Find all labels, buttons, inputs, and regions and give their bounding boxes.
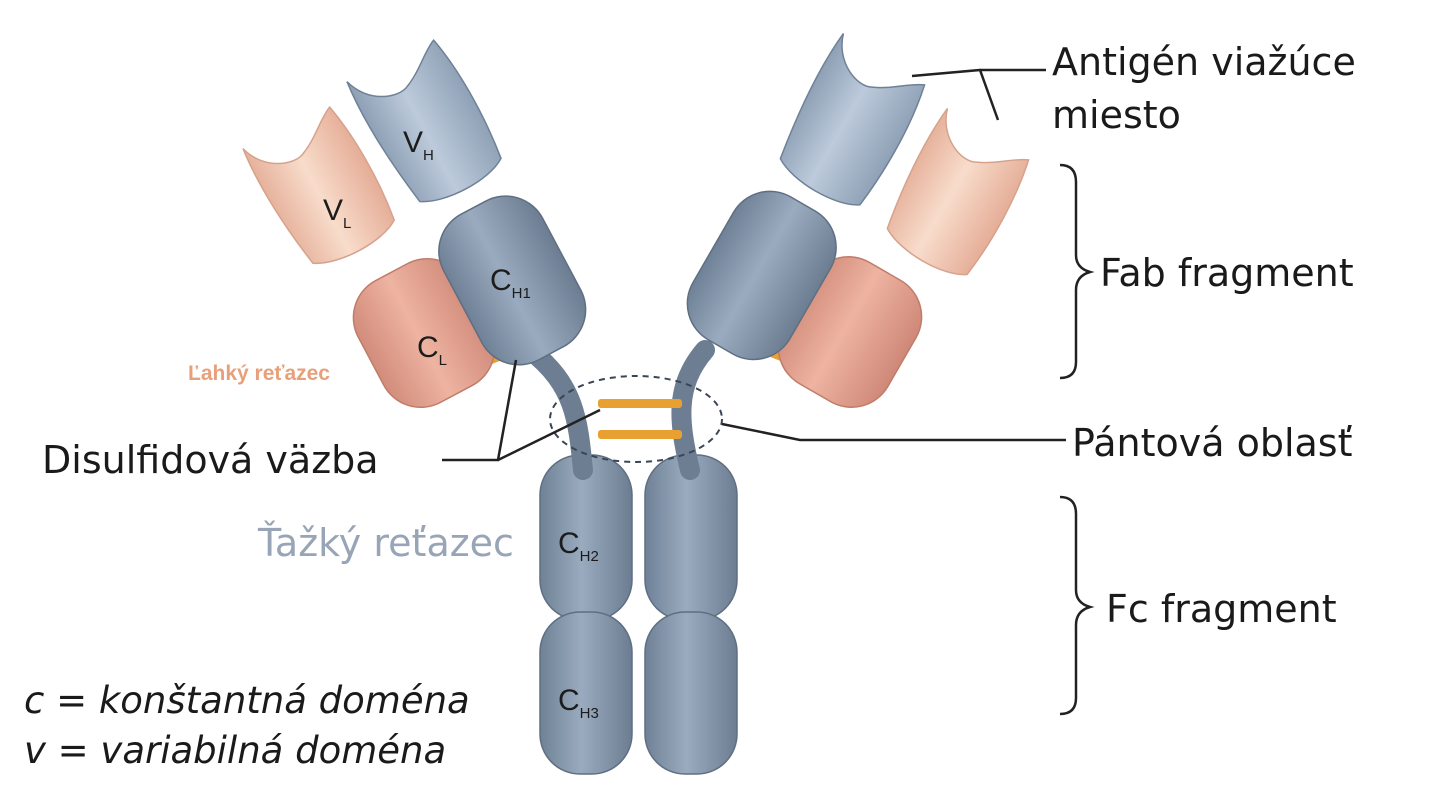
disulfide-pointer bbox=[442, 359, 601, 462]
right-arm bbox=[686, 33, 1030, 408]
fab-fragment-label: Fab fragment bbox=[1100, 251, 1354, 295]
antigen-site-label-line2: miesto bbox=[1052, 93, 1181, 137]
disulfide-bond-label: Disulfidová väzba bbox=[42, 438, 379, 482]
ch2-domain-left bbox=[539, 454, 633, 621]
fc-bracket bbox=[1059, 495, 1095, 716]
ch1-domain-left bbox=[438, 195, 587, 366]
vl-domain-right bbox=[886, 108, 1030, 276]
vl-domain-left bbox=[242, 105, 396, 264]
vh-label: VH bbox=[403, 126, 434, 164]
legend-constant: c = konštantná doména bbox=[24, 679, 470, 722]
vh-domain-right bbox=[779, 33, 926, 206]
vl-label: VL bbox=[323, 194, 351, 232]
hinge-region-ellipse bbox=[549, 375, 723, 463]
fab-bracket bbox=[1059, 163, 1095, 380]
antigen-site-pointer bbox=[911, 68, 1046, 121]
ch2-label: CH2 bbox=[558, 527, 599, 565]
cl-label: CL bbox=[417, 331, 447, 369]
vh-domain-left bbox=[346, 38, 502, 203]
ch1-domain-right bbox=[686, 190, 837, 361]
leader-lines bbox=[442, 68, 1095, 716]
left-arm bbox=[242, 38, 587, 409]
antigen-site-label-line1: Antigén viažúce bbox=[1052, 40, 1356, 84]
heavy-chain-label: Ťažký reťazec bbox=[257, 521, 514, 565]
hinge-region-label: Pántová oblasť bbox=[1072, 421, 1353, 465]
legend-variable: v = variabilná doména bbox=[24, 729, 446, 772]
ch3-label: CH3 bbox=[558, 684, 599, 722]
ch3-domain-left bbox=[539, 611, 633, 775]
ch1-label: CH1 bbox=[490, 264, 531, 302]
ch3-domain-right bbox=[644, 611, 738, 775]
light-chain-label: Ľahký reťazec bbox=[188, 362, 330, 385]
hinge-pointer bbox=[721, 422, 1066, 442]
fc-region bbox=[539, 454, 738, 775]
fc-fragment-label: Fc fragment bbox=[1106, 587, 1337, 631]
hinge-strands bbox=[520, 340, 715, 480]
